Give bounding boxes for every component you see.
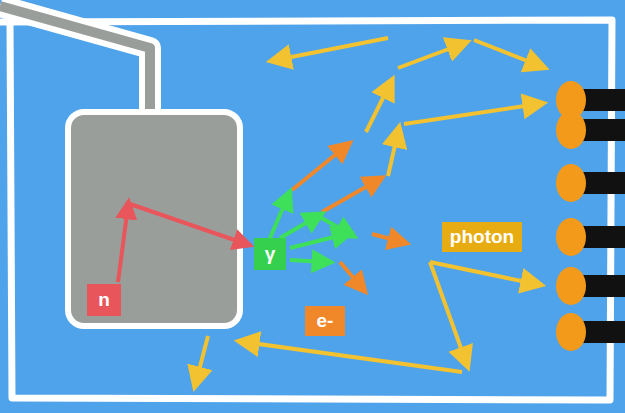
tank-outline: [0, 20, 612, 400]
electron-label: e-: [305, 306, 345, 336]
particle-label: photon: [450, 227, 514, 248]
particle-label: e-: [317, 311, 334, 332]
photomultiplier-tubes: [556, 81, 625, 351]
photon-arrows: [196, 38, 540, 382]
particle-label: γ: [265, 244, 276, 265]
particle-label: n: [98, 290, 110, 311]
electron-arrows: [292, 146, 402, 288]
neutron-label: n: [87, 284, 121, 316]
pipe: [0, 6, 150, 118]
pipe-outline: [0, 6, 150, 118]
photon-label: photon: [442, 222, 522, 252]
target-vessel: [68, 112, 240, 326]
neutron-arrows: [118, 204, 246, 282]
gamma-label: γ: [254, 238, 286, 270]
